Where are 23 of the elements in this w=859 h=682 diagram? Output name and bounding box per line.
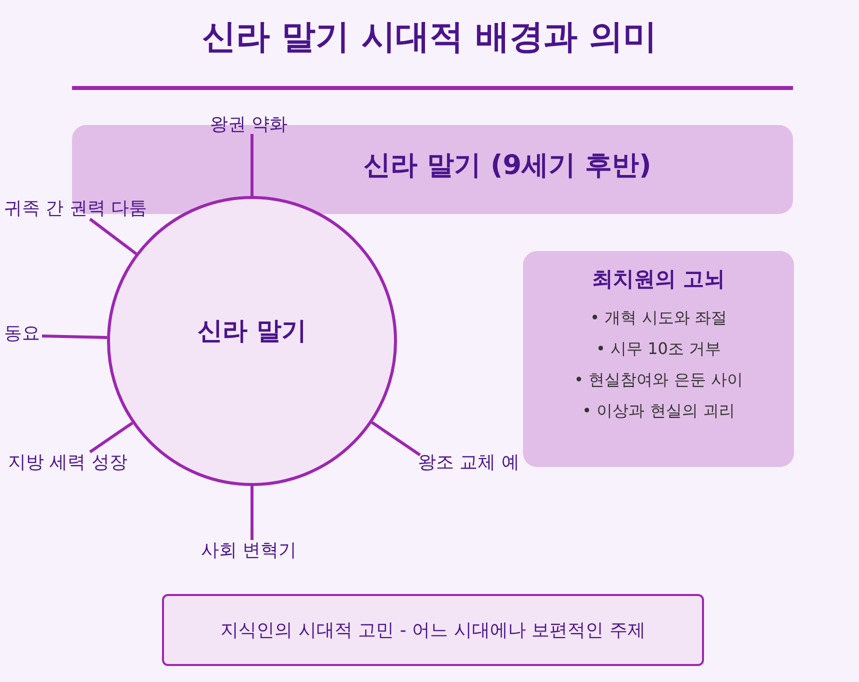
label-text: 동요 — [4, 321, 40, 345]
bullet-item: • 이상과 현실의 괴리 — [582, 401, 735, 422]
info-card — [523, 251, 794, 467]
label-text: 사회 변혁기 — [201, 538, 297, 562]
label-text: 지방 세력 성장 — [8, 450, 128, 474]
leader-line — [89, 422, 134, 454]
card-heading: 최치원의 고뇌 — [592, 266, 726, 293]
heading-text: 신라 말기 — [196, 315, 308, 347]
leader-line — [371, 421, 421, 456]
heading-text: 지식인의 시대적 고민 - 어느 시대에나 보편적인 주제 — [220, 619, 646, 642]
leader-line — [250, 134, 254, 196]
label-text: 왕조 교체 예 — [418, 450, 520, 474]
bullet-item: • 시무 10조 거부 — [596, 339, 722, 360]
summary-box — [162, 594, 704, 666]
leader-line — [89, 218, 138, 255]
label-text: 귀족 간 권력 다툼 — [4, 196, 148, 220]
label-text: 왕권 약화 — [210, 112, 288, 136]
bullet-item: • 개혁 시도와 좌절 — [590, 308, 727, 329]
heading-text: 신라 말기 (9세기 후반) — [362, 149, 652, 183]
bullet-item: • 현실참여와 은둔 사이 — [574, 370, 743, 391]
title: 신라 말기 시대적 배경과 의미 — [200, 16, 658, 59]
leader-line — [250, 486, 254, 540]
leader-line — [42, 334, 108, 340]
